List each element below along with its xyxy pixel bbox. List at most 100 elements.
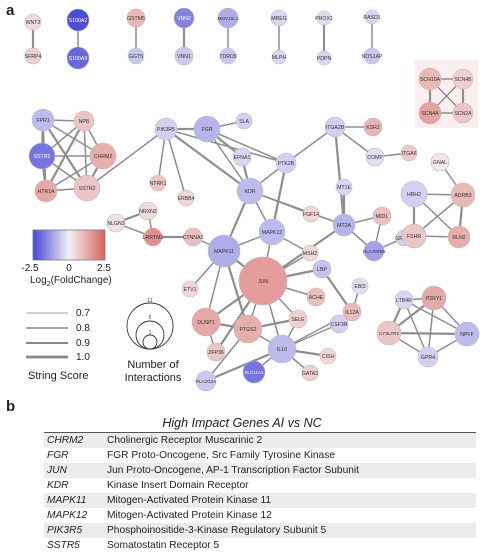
fc-tick-mid: 0 xyxy=(66,263,72,274)
node-lbp: LBP xyxy=(312,259,332,279)
node-circle-mapk12 xyxy=(258,218,286,246)
node-ache: ACHE xyxy=(306,287,326,307)
node-fshr: FSHR xyxy=(401,223,427,249)
node-circle-ctnna2 xyxy=(183,227,203,247)
gene-description: Mitogen-Activated Protein Kinase 12 xyxy=(107,510,272,521)
node-label-mt2a: MT2A xyxy=(337,223,351,229)
node-rasd1: RASD1 xyxy=(363,9,381,25)
node-zfp36: ZFP36 xyxy=(206,342,226,362)
node-label-lrrtm1: LRRTM1 xyxy=(143,235,164,241)
gene-description: Phosphoinositide-3-Kinase Regulatory Sub… xyxy=(107,525,327,536)
node-vnn2: VNN2 xyxy=(173,7,195,29)
node-ebi3: EBI3 xyxy=(351,277,369,295)
node-circle-mid1 xyxy=(372,206,392,226)
gene-description: Kinase Insert Domain Receptor xyxy=(107,480,249,491)
node-label-vnn2: VNN2 xyxy=(177,16,191,22)
node-circle-npb xyxy=(73,110,95,132)
node-slc11a1: SLC11A1 xyxy=(242,360,266,384)
node-efna1: EFNA1 xyxy=(232,147,252,167)
node-circle-scn4a xyxy=(418,101,442,125)
node-circle-vnn2 xyxy=(173,7,195,29)
string-value-09: 0.9 xyxy=(76,338,90,349)
node-il12a: IL12A xyxy=(342,302,362,322)
node-label-sfrp4: SFRP4 xyxy=(25,54,42,60)
node-label-mapk11: MAPK11 xyxy=(214,249,234,255)
node-pdpn: PDPN xyxy=(316,50,332,66)
node-hrh2: HRH2 xyxy=(400,180,428,208)
gene-description: Mitogen-Activated Protein Kinase 11 xyxy=(107,495,272,506)
node-label-sla: SLA xyxy=(239,119,249,125)
node-circle-chrm2 xyxy=(89,142,117,170)
gene-description: Jun Proto-Oncogene, AP-1 Transcription F… xyxy=(107,465,359,476)
node-label-fshr: FSHR xyxy=(407,234,421,240)
node-label-mapk12: MAPK12 xyxy=(262,230,283,236)
node-sfrp4: SFRP4 xyxy=(25,47,42,65)
node-ggt5: GGT5 xyxy=(127,47,145,65)
node-circle-pla2g2a xyxy=(195,370,217,392)
node-circle-vnn1 xyxy=(174,46,194,66)
node-label-ptk2b: PTK2B xyxy=(278,161,295,167)
string-value-07: 0.7 xyxy=(76,308,90,319)
node-circle-p2ry1 xyxy=(421,285,447,311)
node-label-ntrk1: NTRK1 xyxy=(149,181,166,187)
node-cish: CISH xyxy=(319,347,337,365)
node-circle-mapk11 xyxy=(207,234,241,268)
node-wnt3: WNT3 xyxy=(24,13,42,31)
string-value-10: 1.0 xyxy=(76,352,90,363)
node-label-mov10l1: MOV10L1 xyxy=(218,16,239,21)
node-label-sstr2: SSTR2 xyxy=(79,186,96,192)
node-circle-kdr xyxy=(236,177,264,205)
node-circle-mt2a xyxy=(332,213,356,237)
node-ksr2: KSR2 xyxy=(363,117,383,137)
node-circle-ltb4r xyxy=(394,290,414,310)
node-circle-ache xyxy=(306,287,326,307)
fold-change-legend: -2.5 0 2.5 Log2(FoldChange) xyxy=(21,229,112,288)
node-circle-il10 xyxy=(267,334,297,364)
node-nlgn3: NLGN3 xyxy=(106,213,126,233)
node-label-fgr: FGR xyxy=(202,127,213,133)
node-label-comp: COMP xyxy=(367,155,383,161)
node-label-p2ry1: P2RY1 xyxy=(426,296,442,302)
node-gata3: GATA3 xyxy=(301,364,319,382)
node-label-pdpn: PDPN xyxy=(317,56,332,62)
node-itga2b: ITGA2B xyxy=(324,116,346,138)
node-pik3r5: PIK3R5 xyxy=(154,117,178,141)
node-npb: NPB xyxy=(73,110,95,132)
node-circle-lrrtm1 xyxy=(143,227,163,247)
node-label-fpr1: FPR1 xyxy=(36,118,49,124)
node-label-tdrd9: TDRD9 xyxy=(219,54,236,60)
node-label-msh2: MSH2 xyxy=(303,251,318,257)
node-label-sele: SELE xyxy=(291,317,305,323)
node-mt2a: MT2A xyxy=(332,213,356,237)
panel-label-a: a xyxy=(6,2,15,19)
node-circle-ggt5 xyxy=(127,47,145,65)
node-circle-wnt3 xyxy=(24,13,42,31)
node-circle-slc11a1 xyxy=(242,360,266,384)
node-p2ry1: P2RY1 xyxy=(421,285,447,311)
node-mapk11: MAPK11 xyxy=(207,234,241,268)
node-fgr: FGR xyxy=(193,115,221,143)
node-circle-nrxn2 xyxy=(138,201,158,221)
node-fgf14: FGF14 xyxy=(302,205,320,223)
node-label-cish: CISH xyxy=(322,354,335,360)
node-hla-drb5: HLA-DRB5 xyxy=(363,240,386,262)
node-msh2: MSH2 xyxy=(301,244,319,262)
node-s100a2: S100A2 xyxy=(66,8,90,32)
gene-symbol: JUN xyxy=(47,465,67,476)
node-ptgs2: PTGS2 xyxy=(233,314,263,344)
node-nrxn2: NRXN2 xyxy=(138,201,158,221)
node-dusp1: DUSP1 xyxy=(191,307,221,337)
node-rln2: RLN2 xyxy=(447,225,471,249)
gene-symbol: SSTR5 xyxy=(47,540,80,551)
node-circle-etv1 xyxy=(181,280,199,298)
node-label-scn10a: SCN10A xyxy=(420,77,441,83)
string-score-title: String Score xyxy=(28,370,89,382)
gene-description: Somatostatin Receptor 5 xyxy=(107,540,220,551)
node-label-ache: ACHE xyxy=(309,295,324,301)
node-circle-ebi3 xyxy=(351,277,369,295)
node-gnal: GNAL xyxy=(430,152,450,172)
edge-fgr-ptk2b xyxy=(206,128,287,164)
node-circle-scn10a xyxy=(418,67,442,91)
